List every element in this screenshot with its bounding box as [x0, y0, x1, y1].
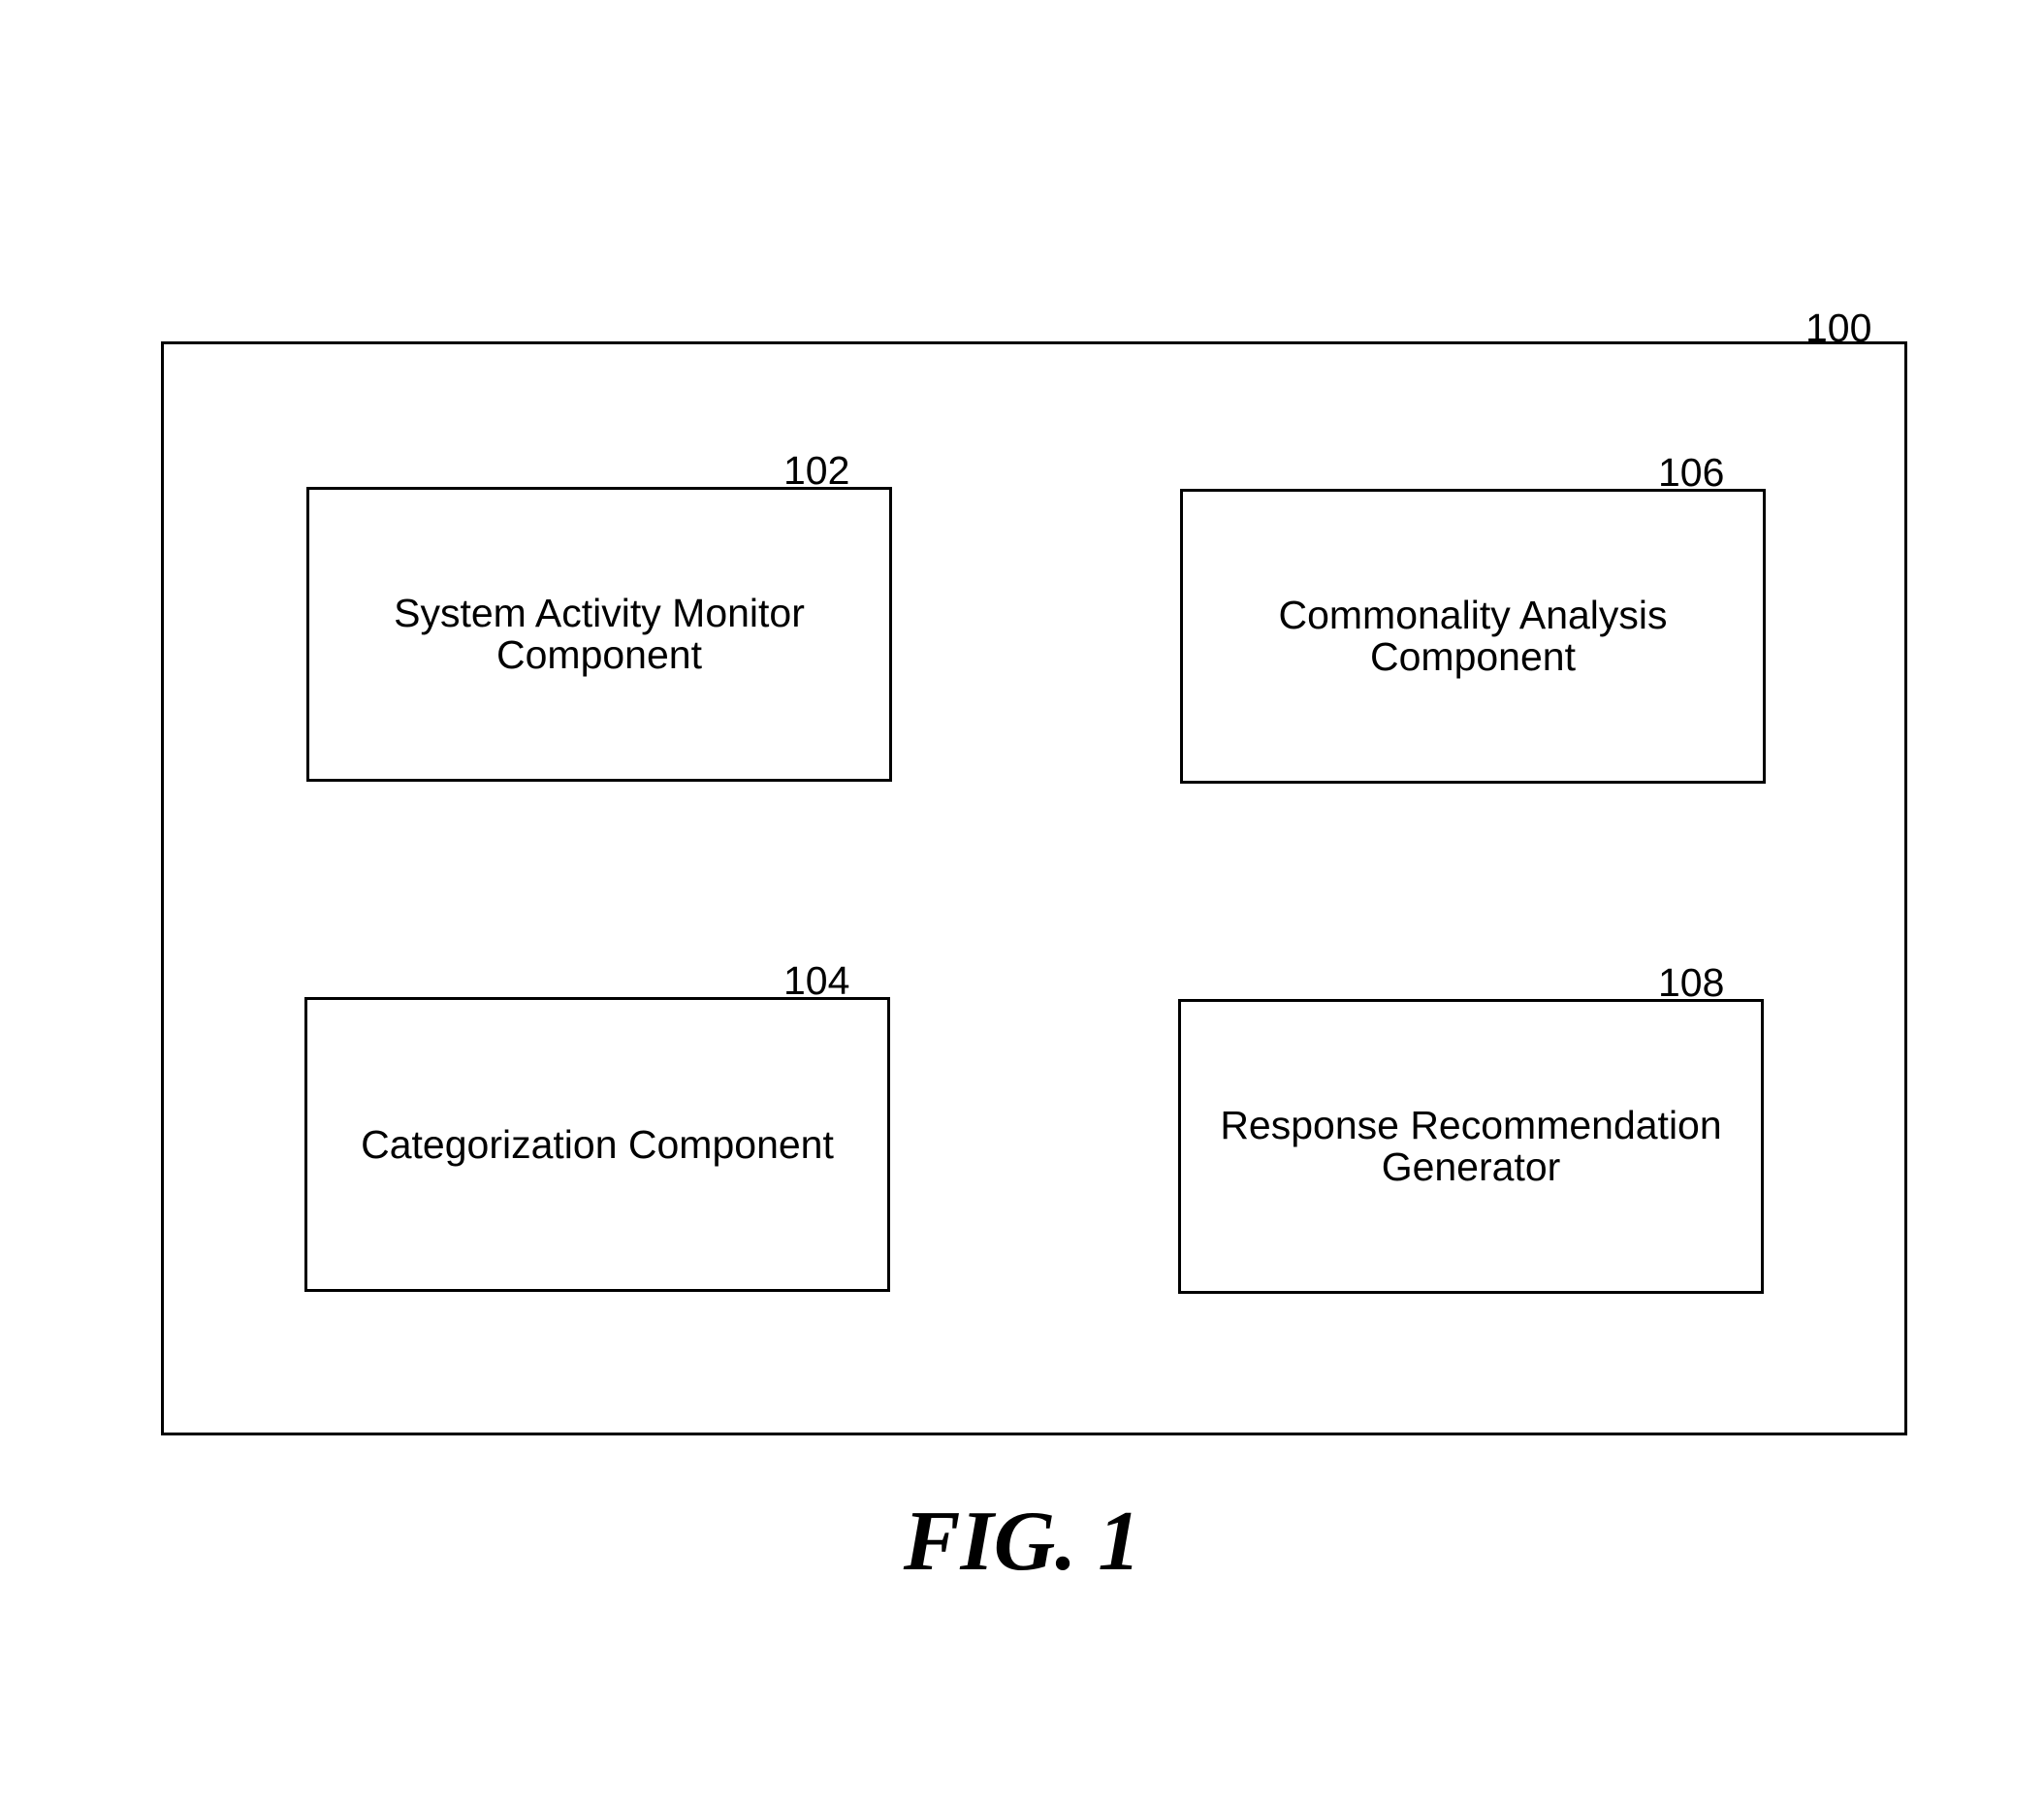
- component-label: System Activity Monitor Component: [374, 593, 824, 676]
- component-label-line: Commonality Analysis: [1278, 595, 1667, 636]
- response-recommendation-box: Response Recommendation Generator: [1178, 999, 1764, 1294]
- component-ref-number: 108: [1658, 963, 1724, 1003]
- component-ref-number: 104: [783, 961, 849, 1001]
- component-label-line: System Activity Monitor: [394, 593, 805, 634]
- categorization-box: Categorization Component: [304, 997, 890, 1292]
- component-label-line: Generator: [1220, 1146, 1721, 1188]
- component-label-line: Categorization Component: [361, 1124, 834, 1166]
- figure-caption: FIG. 1: [0, 1498, 2044, 1586]
- system-activity-monitor-box: System Activity Monitor Component: [306, 487, 892, 782]
- component-label-line: Response Recommendation: [1220, 1105, 1721, 1146]
- component-label: Response Recommendation Generator: [1200, 1105, 1741, 1188]
- component-ref-number: 106: [1658, 453, 1724, 493]
- component-label-line: Component: [1278, 636, 1667, 678]
- component-label: Commonality Analysis Component: [1259, 595, 1686, 678]
- component-label-line: Component: [394, 634, 805, 676]
- component-label: Categorization Component: [341, 1124, 853, 1166]
- system-ref-number: 100: [1805, 308, 1871, 348]
- component-ref-number: 102: [783, 451, 849, 491]
- commonality-analysis-box: Commonality Analysis Component: [1180, 489, 1766, 784]
